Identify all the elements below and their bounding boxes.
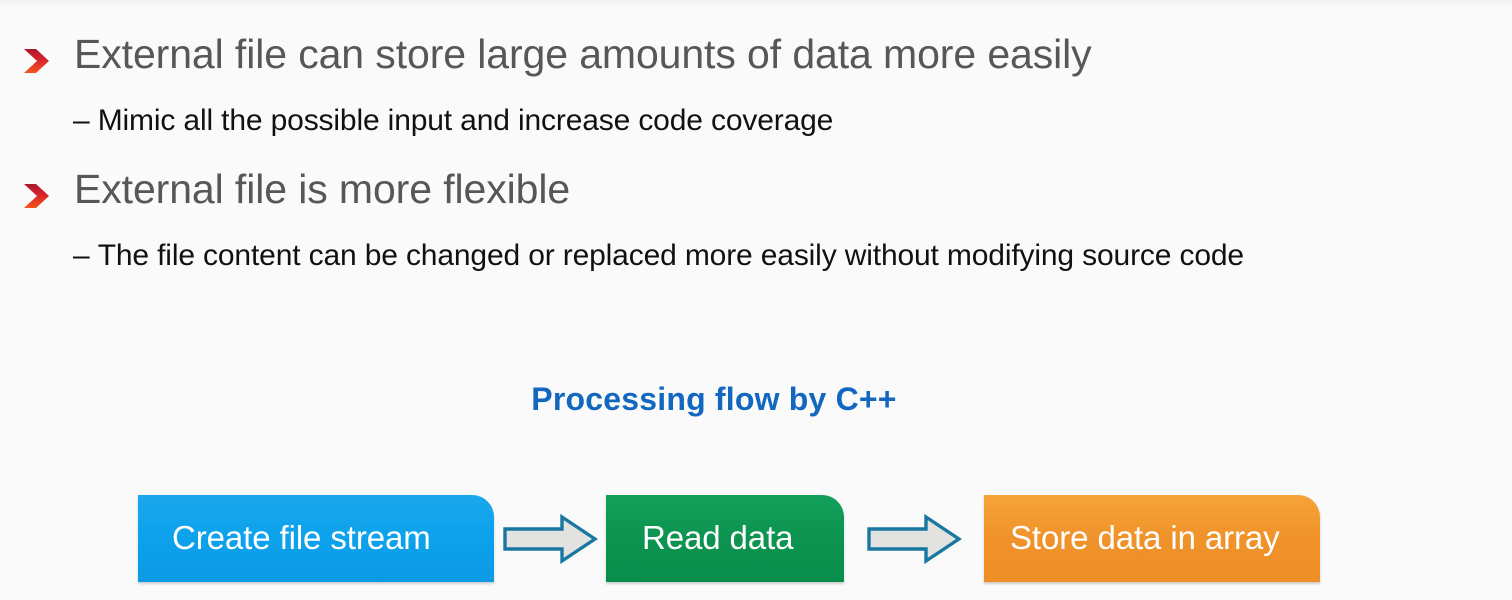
arrow-right-icon <box>866 513 962 565</box>
flow-step-store-data-in-array[interactable]: Store data in array <box>984 495 1320 582</box>
bullet-text-1: External file can store large amounts of… <box>74 31 1092 77</box>
sub-bullet-text-1: Mimic all the possible input and increas… <box>97 104 834 137</box>
arrow-right-icon <box>502 513 598 565</box>
flow-step-label: Create file stream <box>172 518 431 556</box>
bullet-item-1: External file can store large amounts of… <box>22 32 1092 76</box>
sub-bullet-dash-2: – <box>73 239 90 272</box>
flow-step-label: Store data in array <box>1010 518 1280 556</box>
flow-diagram: Create file stream Read data Store data … <box>0 495 1512 600</box>
flow-step-read-data[interactable]: Read data <box>606 495 844 582</box>
bullet-item-2: External file is more flexible <box>22 167 570 211</box>
chevron-bullet-icon <box>22 46 54 76</box>
sub-bullet-dash-1: – <box>73 104 90 137</box>
sub-bullet-item-2: – The file content can be changed or rep… <box>73 240 1244 272</box>
top-edge-strip <box>0 0 1512 8</box>
flow-diagram-title: Processing flow by C++ <box>531 381 897 417</box>
chevron-bullet-icon <box>22 181 54 211</box>
sub-bullet-item-1: – Mimic all the possible input and incre… <box>73 105 833 137</box>
bullet-text-2: External file is more flexible <box>74 166 571 212</box>
sub-bullet-text-2: The file content can be changed or repla… <box>97 239 1244 272</box>
flow-step-label: Read data <box>642 518 794 556</box>
flow-step-create-file-stream[interactable]: Create file stream <box>138 495 494 582</box>
